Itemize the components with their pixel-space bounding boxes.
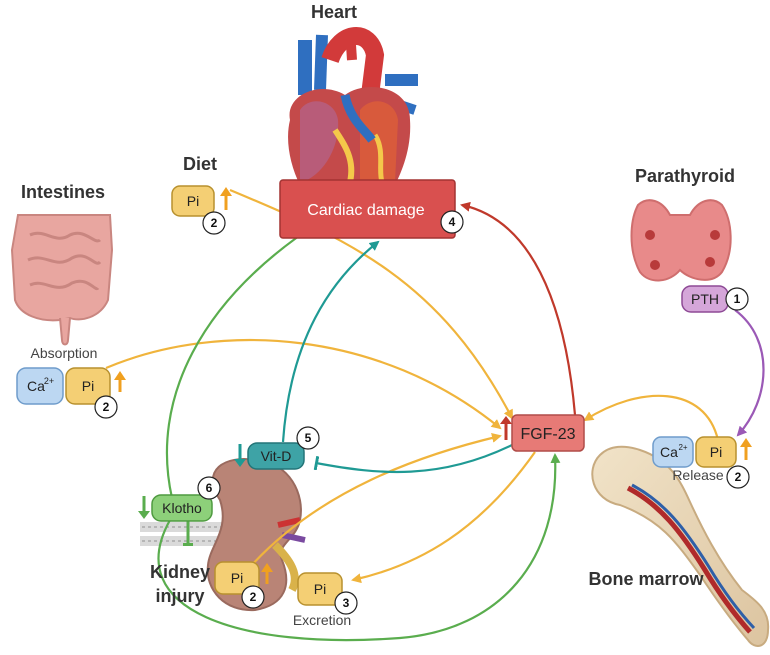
- kidney-pi-label: Pi: [231, 570, 243, 586]
- intestine-ca-node: Ca 2+: [16, 367, 64, 405]
- bone-pi-up-arrow-icon: [740, 438, 752, 447]
- kidney-title-line1: Kidney: [150, 562, 210, 582]
- arrow-bone-to-fgf23: [583, 394, 720, 441]
- arrow-intestine-to-fgf23: [105, 338, 502, 430]
- diet-pi-node: Pi 2: [171, 185, 232, 235]
- arrow-fgf23-to-excretion: [351, 451, 536, 584]
- vitd-badge: 5: [305, 431, 312, 445]
- excretion-label: Excretion: [293, 612, 351, 628]
- pth-label: PTH: [691, 291, 719, 307]
- bone-pi-badge: 2: [735, 470, 742, 484]
- diet-pi-up-arrow-icon: [220, 187, 232, 196]
- intestine-ca-superscript: 2+: [44, 376, 54, 386]
- kidney-pi-node: Pi 2: [214, 561, 273, 609]
- bone-ca-label: Ca: [660, 444, 678, 460]
- arrow-fgf23-to-cardiac: [460, 201, 577, 416]
- kidney-pi-up-arrow-icon: [261, 563, 273, 572]
- klotho-down-arrow-icon: [138, 511, 150, 519]
- pth-badge: 1: [734, 292, 741, 306]
- intestines-illustration: [10, 214, 114, 346]
- heart-illustration: [288, 27, 418, 185]
- vitd-node: Vit-D 5: [234, 426, 320, 470]
- klotho-label: Klotho: [162, 500, 202, 516]
- kidney-pi-badge: 2: [250, 590, 257, 604]
- arrow-kidney-pi-to-fgf23: [249, 432, 502, 568]
- fgf23-node: FGF-23: [500, 414, 585, 452]
- bone-pi-label: Pi: [710, 444, 722, 460]
- fgf23-label: FGF-23: [520, 426, 575, 443]
- intestine-pi-up-arrow-icon: [114, 371, 126, 380]
- absorption-label: Absorption: [31, 345, 98, 361]
- intestine-pi-label: Pi: [82, 378, 94, 394]
- bone-marrow-title: Bone marrow: [588, 569, 704, 589]
- cardiac-damage-node: Cardiac damage 4: [279, 179, 464, 239]
- release-label: Release: [672, 467, 724, 483]
- intestine-ca-label: Ca: [27, 378, 45, 394]
- arrow-klotho-to-fgf23: [157, 453, 561, 642]
- kidney-title-line2: injury: [155, 586, 204, 606]
- bone-ca-superscript: 2+: [678, 443, 687, 452]
- intestine-pi-badge: 2: [103, 400, 110, 414]
- cardiac-badge: 4: [449, 215, 456, 229]
- cardiac-damage-label: Cardiac damage: [307, 202, 425, 219]
- diet-pi-badge: 2: [211, 216, 218, 230]
- parathyroid-title: Parathyroid: [635, 166, 735, 186]
- intestine-pi-node: Pi 2: [65, 367, 126, 419]
- klotho-node: Klotho 6: [138, 476, 221, 522]
- inhibit-fgf23-to-vitd: [313, 444, 513, 474]
- heart-title: Heart: [311, 2, 357, 22]
- bone-pi-node: Pi 2: [695, 436, 752, 489]
- excretion-pi-node: Pi 3: [297, 572, 358, 615]
- parathyroid-illustration: [630, 199, 732, 282]
- arrow-vitd-to-cardiac: [281, 240, 380, 443]
- bone-ca-node: Ca 2+: [652, 436, 694, 468]
- arrow-diet-to-fgf23: [229, 188, 513, 420]
- klotho-badge: 6: [206, 481, 213, 495]
- diet-title: Diet: [183, 154, 217, 174]
- pth-node: PTH 1: [681, 285, 749, 313]
- arrow-klotho-to-cardiac: [165, 221, 320, 499]
- arrows: [105, 188, 765, 642]
- excretion-pi-badge: 3: [343, 596, 350, 610]
- vitd-label: Vit-D: [261, 448, 292, 464]
- arrow-pth-to-bone: [734, 309, 765, 437]
- diet-pi-label: Pi: [187, 193, 199, 209]
- fgf23-up-arrow-icon: [500, 416, 512, 424]
- vitd-down-arrow-icon: [234, 459, 246, 467]
- intestines-title: Intestines: [21, 182, 105, 202]
- excretion-pi-label: Pi: [314, 581, 326, 597]
